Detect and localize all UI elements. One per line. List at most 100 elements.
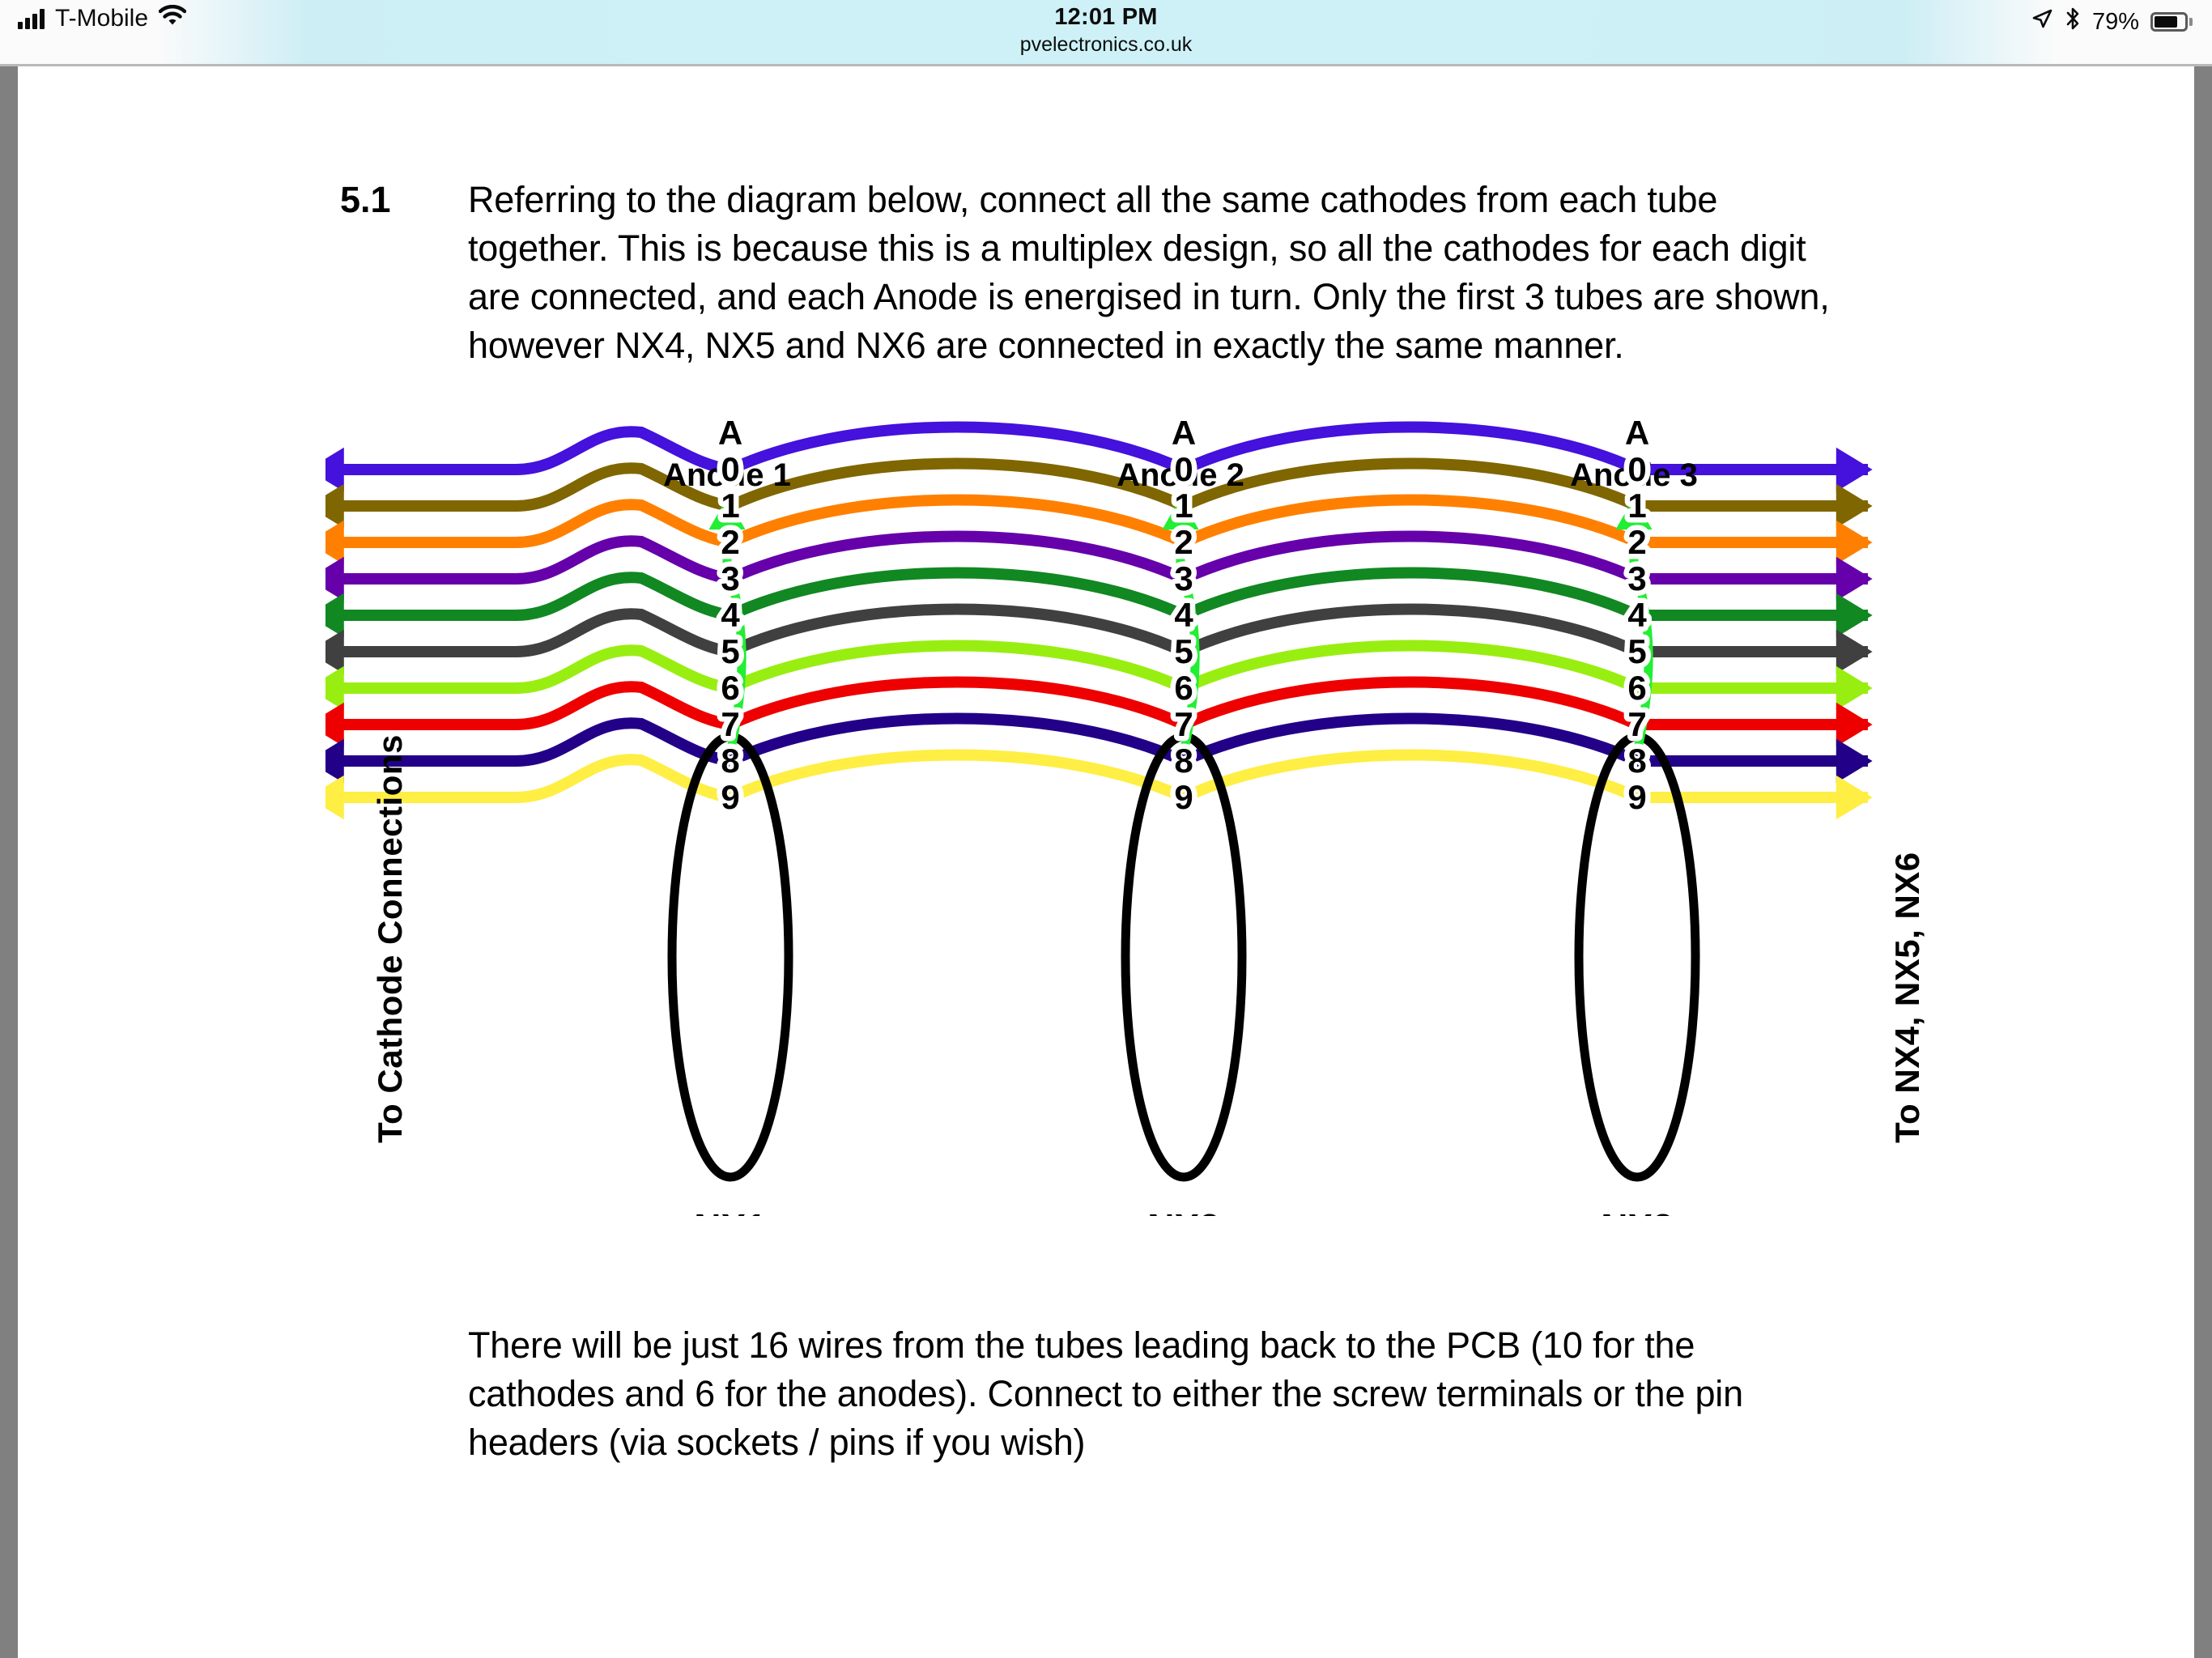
tube-pin-label-layer: AA00112233445566778899AA0011223344556677… [713, 409, 1654, 822]
cathode-wire-left-8 [325, 717, 732, 784]
pin-label-NX1-A: A [718, 414, 742, 452]
pin-label-NX1-4: 4 [721, 596, 740, 634]
pin-label-NX3-1: 1 [1627, 487, 1646, 525]
cathode-wire-left-1 [325, 462, 732, 529]
pin-label-NX2-0: 0 [1174, 450, 1193, 488]
cathode-wire-left-7 [325, 681, 732, 747]
pin-label-NX3-9: 9 [1627, 778, 1646, 816]
cathode-wire-NX1-NX2-0 [728, 421, 1186, 475]
pin-label-halo: A [1172, 414, 1196, 452]
cathode-wire-NX2-NX3-1 [1181, 457, 1640, 512]
anode-label-2: Anode 2 [1117, 457, 1244, 493]
pin-label-NX1-0: 0 [721, 450, 739, 488]
pin-label-NX2-5: 5 [1174, 632, 1193, 670]
pin-label-halo: A [718, 414, 742, 452]
tube-name-NX1: NX1 [694, 1206, 766, 1216]
pin-label-NX3-8: 8 [1627, 742, 1646, 780]
cathode-wire-NX2-NX3-8 [1181, 712, 1640, 767]
cathode-wire-NX1-NX2-5 [728, 603, 1186, 657]
pin-label-NX3-3: 3 [1627, 559, 1646, 597]
pin-label-NX2-6: 6 [1174, 669, 1193, 707]
cathode-wire-NX1-NX2-9 [728, 749, 1186, 803]
anode-wire-layer: Anode 1 Anode 2 Anode 3 [663, 457, 1698, 750]
pin-label-NX2-4: 4 [1174, 596, 1193, 634]
anode-wire-1 [708, 497, 747, 750]
cathode-wire-NX2-NX3-5 [1181, 603, 1640, 657]
nixie-wiring-diagram: To Cathode Connections To NX4, NX5, NX6 … [325, 398, 1929, 1216]
outro-paragraph: There will be just 16 wires from the tub… [468, 1324, 1743, 1463]
battery-icon [2150, 12, 2193, 32]
pin-label-NX1-8: 8 [721, 742, 739, 780]
cathode-wire-left-6 [325, 644, 732, 711]
location-arrow-icon [2031, 7, 2053, 36]
cathode-wire-layer [325, 421, 1873, 820]
pin-label-NX3-2: 2 [1627, 523, 1646, 561]
cellular-signal-icon [18, 8, 45, 29]
pin-label-NX3-6: 6 [1627, 669, 1646, 707]
cathode-wire-NX2-NX3-7 [1181, 676, 1640, 730]
cathode-wire-NX1-NX2-8 [728, 712, 1186, 767]
pin-label-NX2-1: 1 [1174, 487, 1193, 525]
document-page-frame: 5.1 Referring to the diagram below, conn… [0, 66, 2212, 1658]
pin-label-NX3-A: A [1625, 414, 1649, 452]
status-bar-right-group: 79% [2031, 6, 2193, 37]
anode-label-3: Anode 3 [1570, 457, 1698, 493]
pin-label-NX2-7: 7 [1174, 705, 1193, 743]
cathode-wire-NX2-NX3-3 [1181, 530, 1640, 585]
pin-label-NX3-7: 7 [1627, 705, 1646, 743]
pin-label-NX1-5: 5 [721, 632, 739, 670]
cathode-wire-left-2 [325, 499, 732, 565]
right-axis-label: To NX4, NX5, NX6 [1888, 852, 1926, 1143]
cathode-wire-left-5 [325, 608, 732, 674]
cathode-wire-NX1-NX2-3 [728, 530, 1186, 585]
cathode-wire-NX1-NX2-6 [728, 640, 1186, 694]
cathode-wire-NX1-NX2-4 [728, 567, 1186, 621]
pin-label-NX1-1: 1 [721, 487, 739, 525]
pin-label-NX2-2: 2 [1174, 523, 1193, 561]
pin-label-NX2-3: 3 [1174, 559, 1193, 597]
cathode-wire-NX2-NX3-6 [1181, 640, 1640, 694]
cathode-wire-NX1-NX2-2 [728, 494, 1186, 548]
pin-label-NX3-0: 0 [1627, 450, 1646, 488]
battery-percent-label: 79% [2091, 8, 2139, 35]
tube-name-label-layer: NX1(H)NX2(H)NX3(M) [694, 1206, 1673, 1216]
cathode-wire-NX1-NX2-7 [728, 676, 1186, 730]
carrier-label: T-Mobile [55, 5, 149, 32]
anode-wire-2 [1162, 497, 1200, 750]
left-axis-label: To Cathode Connections [371, 734, 409, 1143]
pin-label-NX3-4: 4 [1627, 596, 1647, 634]
pin-label-halo: A [1625, 414, 1649, 452]
pin-label-NX1-2: 2 [721, 523, 739, 561]
pin-label-NX2-9: 9 [1174, 778, 1193, 816]
pin-label-NX2-A: A [1172, 414, 1196, 452]
status-bar-center-group: 12:01 PM pvelectronics.co.uk [0, 3, 2212, 57]
cathode-wire-NX1-NX2-1 [728, 457, 1186, 512]
ios-status-bar: T-Mobile 12:01 PM pvelectronics.co.uk 79… [0, 0, 2212, 66]
pin-label-NX2-8: 8 [1174, 742, 1193, 780]
anode-wire-3 [1615, 497, 1653, 750]
cathode-wire-left-4 [325, 572, 732, 638]
page-url-label: pvelectronics.co.uk [1019, 33, 1193, 56]
bluetooth-icon [2065, 6, 2081, 37]
wifi-icon [158, 4, 187, 32]
anode-label-1: Anode 1 [663, 457, 791, 493]
pin-label-NX1-7: 7 [721, 705, 739, 743]
cathode-wire-NX2-NX3-9 [1181, 749, 1640, 803]
document-content: 5.1 Referring to the diagram below, conn… [18, 66, 2194, 1658]
status-bar-left-group: T-Mobile [18, 4, 187, 32]
cathode-wire-left-3 [325, 535, 732, 602]
clause-number: 5.1 [340, 179, 391, 220]
pin-label-NX3-5: 5 [1627, 632, 1646, 670]
cathode-wire-left-9 [325, 754, 732, 820]
tube-name-NX3: NX3 [1601, 1206, 1673, 1216]
clock-label: 12:01 PM [1054, 4, 1158, 30]
pin-label-NX1-3: 3 [721, 559, 739, 597]
cathode-wire-left-0 [325, 426, 732, 492]
tube-name-NX2: NX2 [1147, 1206, 1219, 1216]
cathode-wire-NX2-NX3-0 [1181, 421, 1640, 475]
cathode-wire-NX2-NX3-2 [1181, 494, 1640, 548]
intro-paragraph: Referring to the diagram below, connect … [468, 179, 1830, 366]
pin-label-NX1-6: 6 [721, 669, 739, 707]
pin-label-NX1-9: 9 [721, 778, 739, 816]
